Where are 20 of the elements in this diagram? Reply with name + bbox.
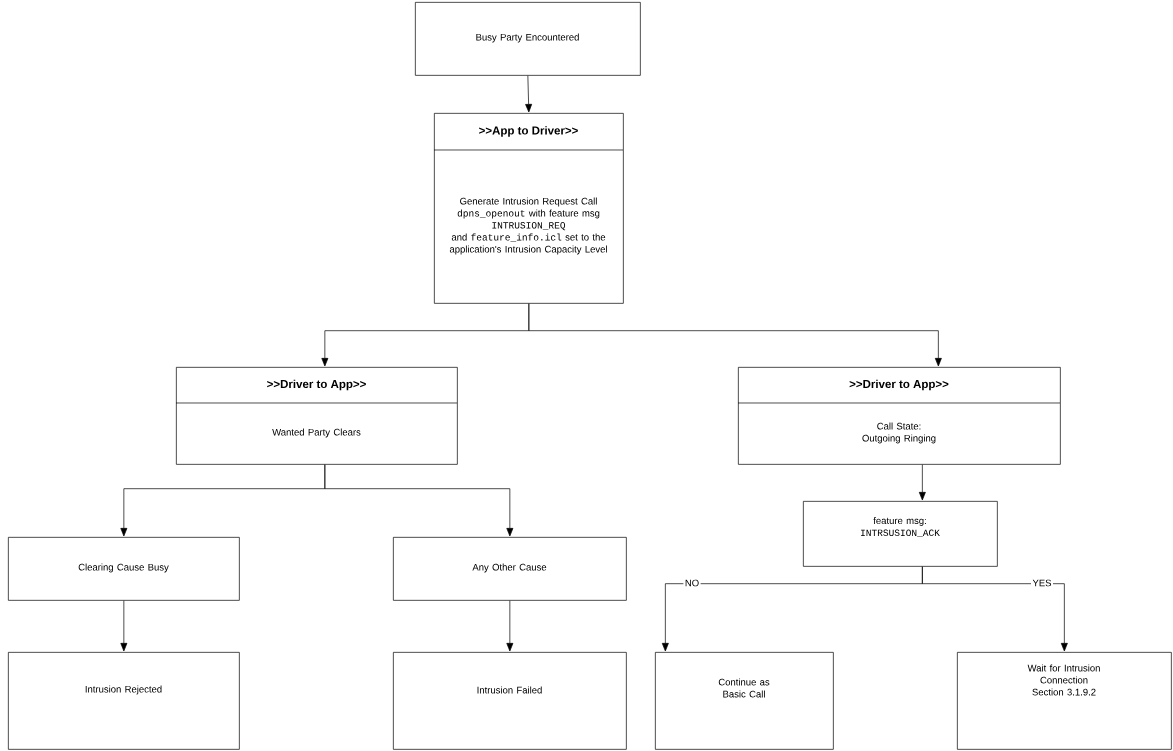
process-box: Clearing Cause Busy	[8, 537, 240, 601]
process-box: Continue as Basic Call	[655, 652, 834, 750]
edge-label: NO	[683, 578, 701, 588]
arrow	[918, 464, 926, 501]
arrow	[120, 600, 128, 652]
arrow	[506, 600, 514, 652]
arrow	[525, 75, 533, 113]
process-box: Wait for Intrusion Connection Section 3.1.9.2	[957, 652, 1172, 750]
process-box: Intrusion Rejected	[8, 652, 240, 750]
arrow	[324, 464, 514, 537]
arrow	[528, 303, 942, 367]
process-box: >>App to Driver>> Generate Intrusion Request Call dpns_openout with feature msg INTRUSION_REQ and feature_info.icl set to the application's Intrusion Capacity Level	[433, 113, 624, 304]
process-box: Busy Party Encountered	[415, 2, 641, 76]
process-box: Intrusion Failed	[393, 652, 627, 750]
arrow	[922, 566, 1068, 652]
process-box: feature msg: INTRSUSION_ACK	[803, 501, 998, 567]
process-box: >>Driver to App>> Wanted Party Clears	[175, 367, 458, 465]
edge-label: YES	[1031, 578, 1053, 588]
process-box: >>Driver to App>> Call State: Outgoing Ringing	[737, 367, 1061, 465]
process-box: Any Other Cause	[393, 537, 627, 601]
